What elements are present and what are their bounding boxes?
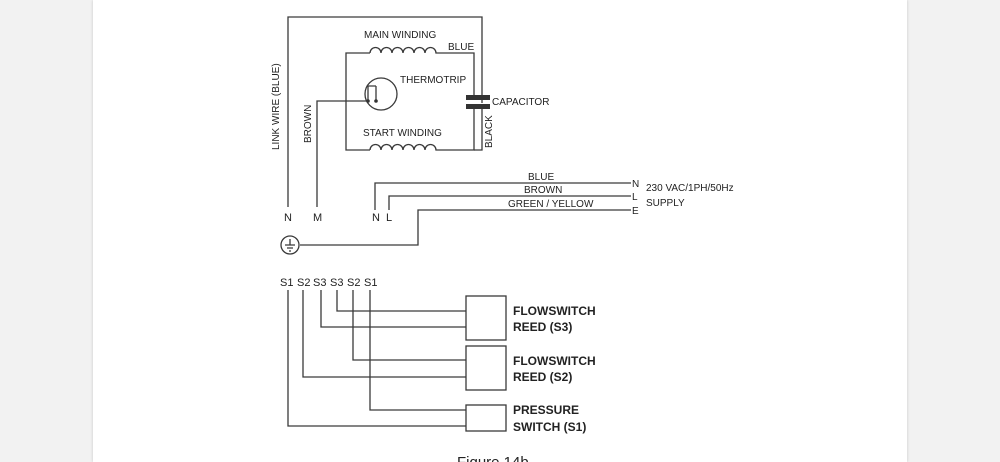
- supply-label: SUPPLY: [646, 198, 685, 209]
- terminal-n-motor: N: [284, 212, 292, 224]
- supply-earth-label: GREEN / YELLOW: [508, 199, 594, 210]
- switch-terminal-2: S2: [297, 277, 310, 289]
- supply-letter-l: L: [632, 192, 638, 203]
- supply-wire-brown: [388, 195, 631, 210]
- main-winding-coil: [369, 46, 475, 96]
- switch-terminal-3: S3: [313, 277, 326, 289]
- supply-voltage-label: 230 VAC/1PH/50Hz: [646, 183, 734, 194]
- thermotrip-dot-2: [374, 99, 378, 103]
- brown-wire: [316, 100, 346, 207]
- s1-wire-a: [287, 290, 466, 427]
- start-winding-coil: [369, 108, 475, 151]
- pressure-switch-box: [465, 404, 507, 432]
- terminal-n-supply: N: [372, 212, 380, 224]
- thermotrip-dot-1: [366, 99, 370, 103]
- s2-wire-a: [302, 290, 466, 378]
- capacitor-plate-bottom: [466, 104, 490, 109]
- capacitor-lead: [474, 109, 483, 151]
- pressure-switch-label-1: PRESSURE: [513, 403, 579, 417]
- start-winding-wire-label: BLACK: [484, 115, 495, 148]
- flowswitch-s3-label-2: REED (S3): [513, 320, 572, 334]
- main-winding-label: MAIN WINDING: [364, 30, 436, 41]
- s3-wire-b: [336, 290, 466, 312]
- start-winding-label: START WINDING: [363, 128, 442, 139]
- supply-wire-earth: [300, 209, 631, 246]
- flowswitch-s2-box: [465, 345, 507, 391]
- thermotrip-symbol: [364, 77, 398, 111]
- pressure-switch-label-2: SWITCH (S1): [513, 420, 586, 434]
- capacitor-plate-top: [466, 95, 490, 100]
- s2-wire-b: [352, 290, 466, 361]
- main-winding-wire-label: BLUE: [448, 42, 474, 53]
- supply-letter-n: N: [632, 179, 639, 190]
- s1-wire-b: [369, 290, 466, 411]
- flowswitch-s3-box: [465, 295, 507, 341]
- flowswitch-s3-label-1: FLOWSWITCH: [513, 304, 596, 318]
- terminal-l-supply: L: [386, 212, 392, 224]
- figure-caption: Figure 14b: [457, 454, 529, 462]
- capacitor-label: CAPACITOR: [492, 97, 549, 108]
- flowswitch-s2-label-2: REED (S2): [513, 370, 572, 384]
- thermotrip-contacts: [346, 85, 377, 102]
- link-wire-label: LINK WIRE (BLUE): [271, 63, 282, 150]
- document-page: [93, 0, 907, 462]
- supply-brown-label: BROWN: [524, 185, 562, 196]
- earth-icon: [280, 235, 300, 255]
- switch-terminal-1: S1: [280, 277, 293, 289]
- brown-wire-label: BROWN: [303, 105, 314, 143]
- thermotrip-label: THERMOTRIP: [400, 75, 466, 86]
- flowswitch-s2-label-1: FLOWSWITCH: [513, 354, 596, 368]
- switch-terminal-6: S1: [364, 277, 377, 289]
- supply-letter-e: E: [632, 206, 639, 217]
- switch-terminal-5: S2: [347, 277, 360, 289]
- link-wire: [287, 16, 483, 207]
- supply-wire-blue: [374, 182, 631, 210]
- s3-wire-a: [320, 290, 466, 328]
- supply-blue-label: BLUE: [528, 172, 554, 183]
- terminal-m-motor: M: [313, 212, 322, 224]
- switch-terminal-4: S3: [330, 277, 343, 289]
